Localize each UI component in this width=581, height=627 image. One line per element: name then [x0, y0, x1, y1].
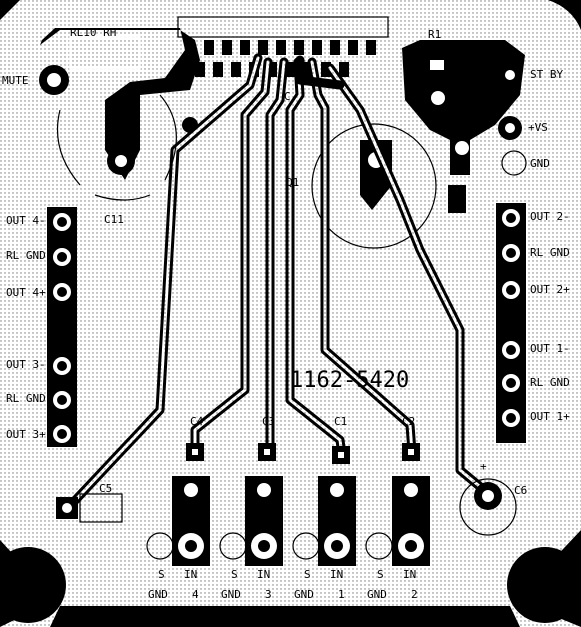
input-group-2: S IN GND 2: [367, 568, 418, 601]
label-c4: C4: [190, 415, 204, 428]
left-header-label: RL GND: [6, 249, 46, 262]
pad-r1-b: [431, 91, 445, 105]
label-q1: Q1: [286, 176, 299, 189]
pad-standby-side: [448, 185, 466, 213]
label-c6: C6: [514, 484, 527, 497]
top-connector-outline: [177, 16, 389, 38]
input-group-1: S IN GND 1: [294, 568, 345, 601]
svg-text:S: S: [304, 568, 311, 581]
label-rl-top: RL10 RH: [70, 26, 116, 39]
label-plus: +: [480, 460, 487, 473]
label-mute: MUTE: [2, 74, 29, 87]
right-header-label: OUT 2+: [530, 283, 570, 296]
right-top-label: +VS: [528, 121, 548, 134]
label-c3: C3: [262, 415, 275, 428]
right-header-label: RL GND: [530, 246, 570, 259]
right-top-label: GND: [530, 157, 550, 170]
label-c11: C11: [104, 213, 124, 226]
left-header-label: OUT 4-: [6, 214, 46, 227]
right-top-label: ST BY: [530, 68, 563, 81]
c11-outline: [56, 94, 177, 201]
left-header-label: OUT 3+: [6, 428, 46, 441]
right-header-strip: [496, 203, 526, 443]
svg-text:1: 1: [338, 588, 345, 601]
svg-text:2: 2: [411, 588, 418, 601]
svg-text:S: S: [377, 568, 384, 581]
label-c-small: C: [284, 90, 291, 103]
svg-text:3: 3: [265, 588, 272, 601]
svg-text:S: S: [158, 568, 165, 581]
svg-text:IN: IN: [403, 568, 416, 581]
c6-outline: [459, 478, 517, 536]
right-header-label: RL GND: [530, 376, 570, 389]
svg-text:GND: GND: [367, 588, 387, 601]
svg-text:IN: IN: [330, 568, 343, 581]
label-c1: C1: [334, 415, 347, 428]
svg-text:IN: IN: [184, 568, 197, 581]
input-group-3: S IN GND 3: [221, 568, 272, 601]
svg-text:GND: GND: [294, 588, 314, 601]
left-header-label: OUT 4+: [6, 286, 46, 299]
svg-text:GND: GND: [148, 588, 168, 601]
c5-outline: [79, 493, 123, 523]
pad-gnd-right: [501, 150, 527, 176]
rl-resistor-outline: [69, 36, 141, 70]
svg-text:S: S: [231, 568, 238, 581]
label-c2: C2: [402, 415, 415, 428]
pad-r1-c: [455, 141, 469, 155]
part-number: 1162-5420: [290, 368, 409, 393]
label-r1: R1: [428, 28, 441, 41]
svg-text:4: 4: [192, 588, 199, 601]
svg-text:GND: GND: [221, 588, 241, 601]
right-header-label: OUT 1-: [530, 342, 570, 355]
svg-text:IN: IN: [257, 568, 270, 581]
copper-pour-top-left: [40, 28, 200, 180]
left-header-strip: [47, 207, 77, 447]
bottom-left-bevel: [0, 540, 55, 627]
bottom-edge-band: [50, 606, 520, 627]
copper-pour-top-right: [402, 40, 525, 175]
pad-r1-a: [430, 60, 444, 70]
input-cap-pads: [186, 443, 420, 464]
right-header-pads: [502, 209, 520, 427]
right-header-label: OUT 1+: [530, 410, 570, 423]
input-blocks: [146, 476, 430, 566]
corner-top-right: [548, 0, 581, 30]
corner-top-left: [0, 0, 20, 20]
q1-outline: [311, 123, 437, 249]
label-c5: C5: [99, 482, 112, 495]
left-header-label: RL GND: [6, 392, 46, 405]
left-header-pads: [53, 213, 71, 443]
input-group-4: S IN GND 4: [148, 568, 199, 601]
right-header-label: OUT 2-: [530, 210, 570, 223]
bottom-right-bevel: [515, 530, 581, 627]
left-header-label: OUT 3-: [6, 358, 46, 371]
